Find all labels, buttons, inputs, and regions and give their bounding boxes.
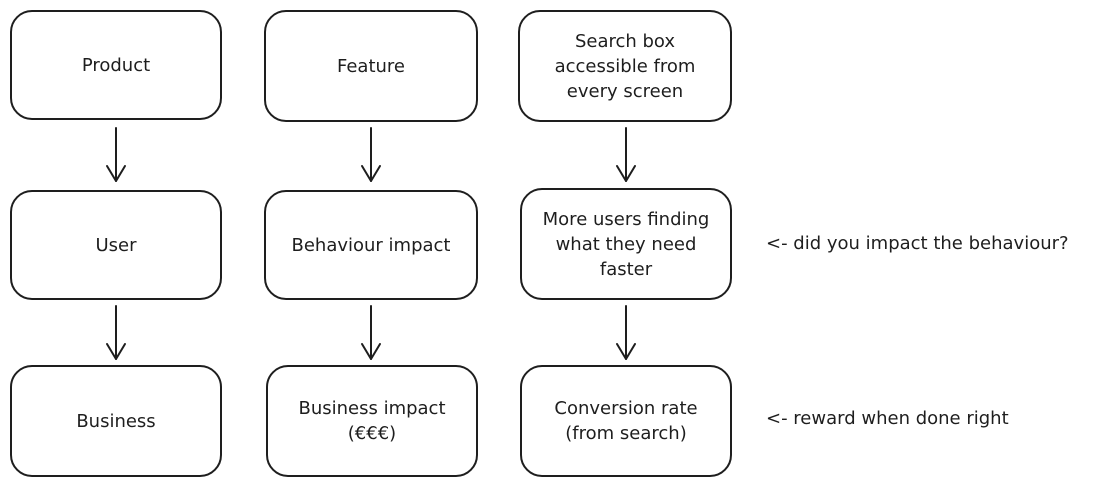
- arrow-down-icon: [614, 304, 638, 362]
- box-business: Business: [10, 365, 222, 477]
- box-feature: Feature: [264, 10, 478, 122]
- box-product: Product: [10, 10, 222, 120]
- box-user-label: User: [95, 234, 137, 256]
- note-reward: <- reward when done right: [766, 408, 1009, 429]
- box-product-label: Product: [81, 54, 151, 76]
- box-more-users-label: More users finding what they need faster: [542, 208, 710, 280]
- arrow-down-icon: [614, 126, 638, 184]
- box-business-impact-label: Business impact (€€€): [298, 398, 446, 444]
- box-user: User: [10, 190, 222, 300]
- box-more-users: More users finding what they need faster: [520, 188, 732, 300]
- arrow-down-icon: [359, 304, 383, 362]
- box-business-impact: Business impact (€€€): [266, 365, 478, 477]
- arrow-down-icon: [104, 304, 128, 362]
- box-behaviour-impact-label: Behaviour impact: [291, 234, 451, 256]
- box-feature-label: Feature: [336, 55, 406, 77]
- box-search-box: Search box accessible from every screen: [518, 10, 732, 122]
- box-behaviour-impact: Behaviour impact: [264, 190, 478, 300]
- box-conversion-rate-label: Conversion rate (from search): [554, 398, 698, 444]
- box-business-label: Business: [76, 410, 156, 432]
- box-conversion-rate: Conversion rate (from search): [520, 365, 732, 477]
- box-search-box-label: Search box accessible from every screen: [554, 30, 696, 102]
- arrow-down-icon: [359, 126, 383, 184]
- note-behaviour: <- did you impact the behaviour?: [766, 233, 1069, 254]
- arrow-down-icon: [104, 126, 128, 184]
